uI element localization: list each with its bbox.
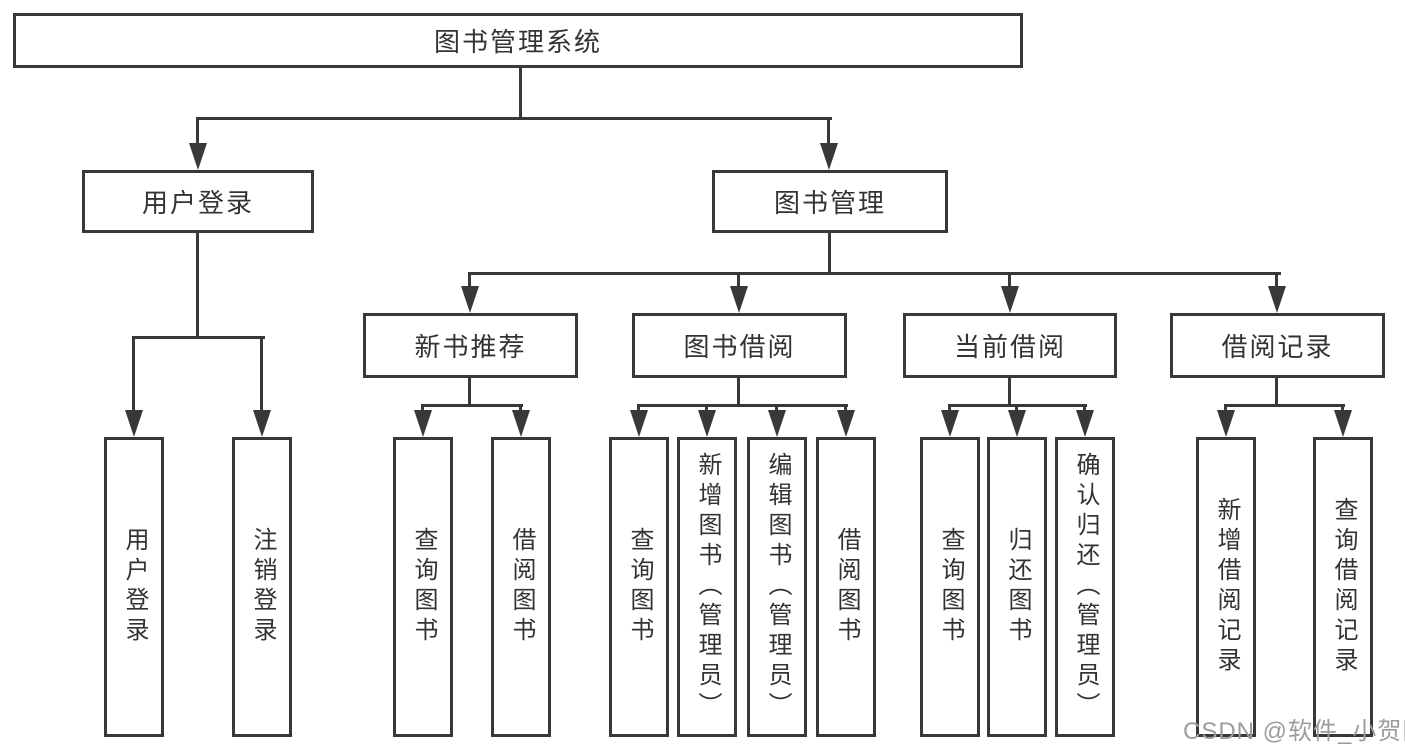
leaf-label: 新增借阅记录 xyxy=(1213,497,1240,677)
node-book-borrow: 图书借阅 xyxy=(632,313,847,378)
node-user-login-label: 用户登录 xyxy=(141,188,254,218)
arrowhead-user-login xyxy=(189,143,207,170)
connector-cb-leaf0-shaft xyxy=(948,404,951,414)
leaf-new-book-borrow: 借阅图书 xyxy=(491,437,551,737)
leaf-new-book-query: 查询图书 xyxy=(393,437,453,737)
connector-borrow-record-branch xyxy=(1224,404,1345,407)
connector-root-stem xyxy=(519,68,522,120)
connector-cb-leaf1-shaft xyxy=(1015,404,1018,414)
connector-bb-leaf1-shaft xyxy=(705,404,708,414)
leaf-label: 注销登录 xyxy=(249,527,276,647)
leaf-borrow-record-add: 新增借阅记录 xyxy=(1196,437,1256,737)
leaf-book-borrow-add-admin: 新增图书（管理员） xyxy=(677,437,737,737)
connector-bb-leaf2-shaft xyxy=(775,404,778,414)
connector-nb-leaf0-shaft xyxy=(421,404,424,414)
leaf-label: 查询图书 xyxy=(410,527,437,647)
connector-bb-leaf3-shaft xyxy=(844,404,847,414)
connector-new-book-shaft xyxy=(468,272,471,290)
connector-current-borrow-stem xyxy=(1008,378,1011,407)
connector-book-borrow-shaft xyxy=(737,272,740,290)
connector-new-book-branch xyxy=(421,404,523,407)
arrowhead-br-leaf1 xyxy=(1334,410,1352,437)
leaf-label: 编辑图书（管理员） xyxy=(764,452,791,722)
arrowhead-nb-leaf0 xyxy=(414,410,432,437)
connector-user-login-stem xyxy=(196,233,199,339)
arrowhead-ul-leaf0 xyxy=(125,410,143,437)
connector-book-mgmt-shaft xyxy=(827,117,830,147)
leaf-user-login-login: 用户登录 xyxy=(104,437,164,737)
connector-root-branch xyxy=(196,117,832,120)
arrowhead-bb-leaf2 xyxy=(768,410,786,437)
leaf-current-borrow-query: 查询图书 xyxy=(920,437,980,737)
connector-br-leaf0-shaft xyxy=(1224,404,1227,414)
connector-bb-leaf0-shaft xyxy=(637,404,640,414)
node-user-login: 用户登录 xyxy=(82,170,314,233)
node-borrow-record: 借阅记录 xyxy=(1170,313,1385,378)
connector-ul-leaf0-shaft xyxy=(132,336,135,416)
connector-current-borrow-shaft xyxy=(1008,272,1011,290)
connector-book-borrow-stem xyxy=(737,378,740,407)
leaf-book-borrow-borrow: 借阅图书 xyxy=(816,437,876,737)
arrowhead-bb-leaf3 xyxy=(837,410,855,437)
leaf-label: 查询图书 xyxy=(937,527,964,647)
leaf-book-borrow-edit-admin: 编辑图书（管理员） xyxy=(747,437,807,737)
node-new-book-label: 新书推荐 xyxy=(414,332,527,362)
connector-user-login-branch xyxy=(132,336,265,339)
connector-borrow-record-shaft xyxy=(1275,272,1278,290)
leaf-current-borrow-confirm-admin: 确认归还（管理员） xyxy=(1055,437,1115,737)
leaf-label: 归还图书 xyxy=(1004,527,1031,647)
arrowhead-bb-leaf1 xyxy=(698,410,716,437)
node-root-label: 图书管理系统 xyxy=(433,27,602,57)
connector-br-leaf1-shaft xyxy=(1341,404,1344,414)
leaf-label: 查询图书 xyxy=(626,527,653,647)
leaf-borrow-record-query: 查询借阅记录 xyxy=(1313,437,1373,737)
leaf-label: 借阅图书 xyxy=(508,527,535,647)
connector-user-login-shaft xyxy=(196,117,199,147)
arrowhead-nb-leaf1 xyxy=(512,410,530,437)
arrowhead-ul-leaf1 xyxy=(253,410,271,437)
node-root: 图书管理系统 xyxy=(13,13,1023,68)
connector-ul-leaf1-shaft xyxy=(260,336,263,416)
connector-borrow-record-stem xyxy=(1275,378,1278,407)
arrowhead-book-borrow xyxy=(730,286,748,313)
leaf-label: 新增图书（管理员） xyxy=(694,452,721,722)
leaf-user-login-logout: 注销登录 xyxy=(232,437,292,737)
leaf-label: 用户登录 xyxy=(121,527,148,647)
arrowhead-current-borrow xyxy=(1001,286,1019,313)
leaf-book-borrow-query: 查询图书 xyxy=(609,437,669,737)
arrowhead-cb-leaf1 xyxy=(1008,410,1026,437)
arrowhead-book-mgmt xyxy=(820,143,838,170)
arrowhead-br-leaf0 xyxy=(1217,410,1235,437)
arrowhead-borrow-record xyxy=(1268,286,1286,313)
node-book-mgmt-label: 图书管理 xyxy=(773,188,886,218)
arrowhead-cb-leaf0 xyxy=(941,410,959,437)
connector-cb-leaf2-shaft xyxy=(1083,404,1086,414)
leaf-current-borrow-return: 归还图书 xyxy=(987,437,1047,737)
connector-book-borrow-branch xyxy=(637,404,848,407)
leaf-label: 确认归还（管理员） xyxy=(1072,452,1099,722)
arrowhead-bb-leaf0 xyxy=(630,410,648,437)
node-new-book: 新书推荐 xyxy=(363,313,578,378)
connector-book-mgmt-stem xyxy=(828,233,831,275)
node-borrow-record-label: 借阅记录 xyxy=(1221,332,1334,362)
connector-book-mgmt-branch xyxy=(468,272,1281,275)
leaf-label: 查询借阅记录 xyxy=(1330,497,1357,677)
connector-new-book-stem xyxy=(468,378,471,407)
node-current-borrow: 当前借阅 xyxy=(903,313,1117,378)
node-book-borrow-label: 图书借阅 xyxy=(683,332,796,362)
node-book-mgmt: 图书管理 xyxy=(712,170,948,233)
leaf-label: 借阅图书 xyxy=(833,527,860,647)
csdn-watermark: CSDN @软件_小贺同学 xyxy=(1183,718,1405,745)
arrowhead-cb-leaf2 xyxy=(1076,410,1094,437)
node-current-borrow-label: 当前借阅 xyxy=(953,332,1066,362)
connector-nb-leaf1-shaft xyxy=(519,404,522,414)
arrowhead-new-book xyxy=(461,286,479,313)
